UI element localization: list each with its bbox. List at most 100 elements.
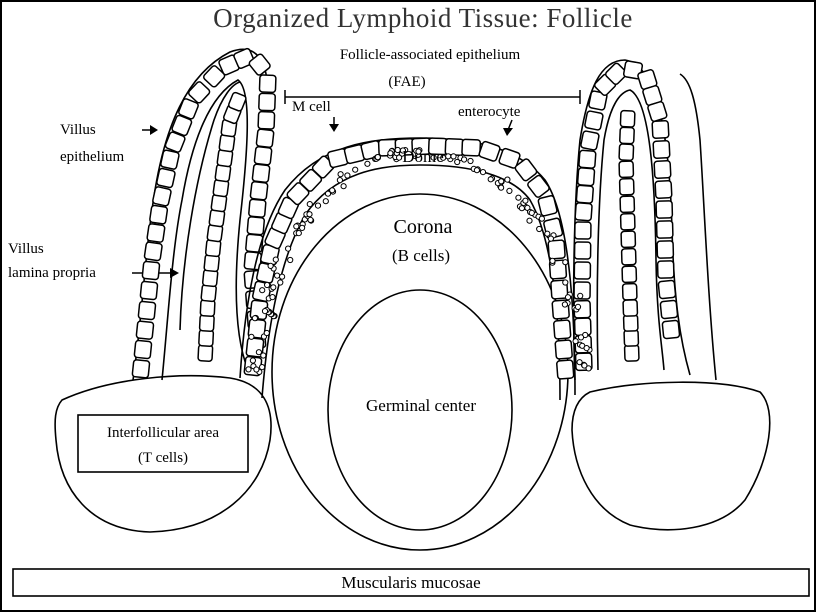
- epithelial-cell: [573, 317, 592, 337]
- epithelial-cell: [621, 282, 638, 301]
- lymphocyte-dot: [577, 334, 585, 341]
- lymphocyte-dot: [277, 279, 284, 286]
- lymphocyte-dot: [576, 359, 583, 366]
- epithelial-cell: [574, 221, 592, 240]
- lymphocyte-dot: [430, 154, 437, 161]
- lymphocyte-dot: [287, 256, 294, 264]
- epithelial-cell: [537, 194, 558, 217]
- epithelial-cell: [619, 126, 635, 145]
- lymphocyte-dot: [329, 187, 336, 194]
- epithelial-cell: [652, 140, 671, 159]
- epithelial-cell: [547, 239, 566, 260]
- interfollicular-sublabel: (T cells): [138, 450, 188, 466]
- epithelial-cell: [514, 158, 538, 182]
- epithelial-cell: [246, 216, 265, 236]
- epithelial-cell: [498, 147, 521, 169]
- diagram-title: Organized Lymphoid Tissue: Follicle: [213, 3, 633, 33]
- lymphocyte-dot: [498, 178, 505, 185]
- lymphocyte-dot: [581, 362, 588, 369]
- epithelial-cell: [444, 137, 465, 156]
- villus-epithelium-arrow: [142, 125, 158, 135]
- epithelial-cell: [199, 299, 216, 317]
- lymphocyte-dot: [526, 217, 533, 224]
- epithelial-cell: [251, 163, 271, 184]
- lymphocyte-dot: [340, 183, 347, 190]
- left-interfollicular-lobe: [54, 375, 272, 533]
- m-cell-label: M cell: [292, 99, 331, 115]
- epithelial-cell: [133, 339, 153, 360]
- villus-lamina-label-1: Villus: [8, 241, 44, 257]
- epithelial-cell: [574, 202, 593, 222]
- epithelial-cell: [171, 114, 193, 137]
- epithelial-cell: [619, 195, 636, 214]
- lymphocyte-dot: [267, 262, 274, 269]
- lymphocyte-dot: [255, 349, 262, 356]
- lymphocyte-dot: [364, 160, 371, 167]
- dome-lymphocytes: [245, 146, 593, 375]
- epithelial-cell: [621, 265, 638, 284]
- epithelial-cell: [623, 344, 640, 362]
- epithelial-cell: [620, 230, 637, 249]
- lymphocyte-dot: [506, 187, 513, 194]
- epithelial-cell: [187, 81, 211, 104]
- right-villus-cells: [573, 60, 681, 372]
- interfollicular-label: Interfollicular area: [107, 425, 219, 441]
- epithelial-cell: [651, 120, 670, 139]
- lymphocyte-dot: [415, 148, 422, 155]
- epithelial-cell: [198, 314, 215, 332]
- lymphocyte-dot: [562, 279, 569, 286]
- lymphocyte-dot: [337, 171, 344, 178]
- epithelial-cell: [578, 149, 597, 169]
- lymphocyte-dot: [270, 284, 277, 291]
- epithelial-cell: [156, 167, 176, 189]
- lymphocyte-dot: [248, 333, 255, 340]
- epithelial-cell: [619, 109, 636, 128]
- epithelial-cell: [573, 241, 592, 260]
- lymphocyte-dot: [518, 205, 526, 212]
- epithelial-cell: [227, 91, 247, 112]
- epithelial-cell: [659, 299, 679, 320]
- epithelial-cell: [249, 180, 269, 201]
- dome-label: Dome: [402, 147, 444, 166]
- villus-epithelium-label-2: epithelium: [60, 149, 124, 165]
- lymphocyte-dot: [515, 194, 522, 201]
- corona-sublabel: (B cells): [392, 246, 450, 265]
- lymphocyte-dot: [536, 225, 543, 233]
- lymphocyte-dot: [549, 257, 556, 264]
- lymphocyte-dot: [263, 329, 270, 337]
- lymphocyte-dot: [352, 166, 359, 173]
- lymphocyte-dot: [322, 198, 329, 205]
- epithelial-cell: [573, 261, 592, 280]
- epithelial-cell: [655, 220, 674, 239]
- epithelial-cell: [461, 138, 482, 157]
- lymphocyte-dot: [394, 146, 401, 154]
- lymphocyte-dot: [261, 308, 269, 315]
- epithelial-cell: [152, 186, 172, 207]
- epithelial-cell: [135, 320, 155, 340]
- lymphocyte-dot: [583, 345, 590, 352]
- germinal-center-label: Germinal center: [366, 396, 476, 415]
- epithelial-cell: [258, 74, 277, 94]
- lymphocyte-dot: [344, 172, 351, 179]
- lymphocyte-dot: [306, 201, 313, 208]
- muscularis-label: Muscularis mucosae: [341, 573, 480, 592]
- epithelial-cell: [575, 184, 594, 204]
- lymphocyte-dot: [272, 256, 279, 263]
- epithelial-cell: [576, 167, 596, 187]
- lymphocyte-dot: [295, 230, 302, 237]
- lymphocyte-dot: [274, 272, 281, 279]
- fae-label: Follicle-associated epithelium: [340, 47, 521, 63]
- lymphocyte-dot: [498, 184, 505, 191]
- epithelial-cell: [527, 174, 550, 198]
- lymphocyte-dot: [285, 245, 292, 252]
- epithelial-cell: [618, 143, 635, 162]
- epithelial-cell: [197, 344, 214, 362]
- epithelial-cell: [554, 339, 573, 360]
- epithelial-cell: [661, 319, 681, 340]
- epithelial-cell: [656, 240, 675, 259]
- lymphocyte-dot: [562, 259, 569, 266]
- lymphocyte-dot: [307, 216, 314, 223]
- epithelial-cell: [248, 198, 267, 218]
- lymphocyte-dot: [387, 150, 394, 157]
